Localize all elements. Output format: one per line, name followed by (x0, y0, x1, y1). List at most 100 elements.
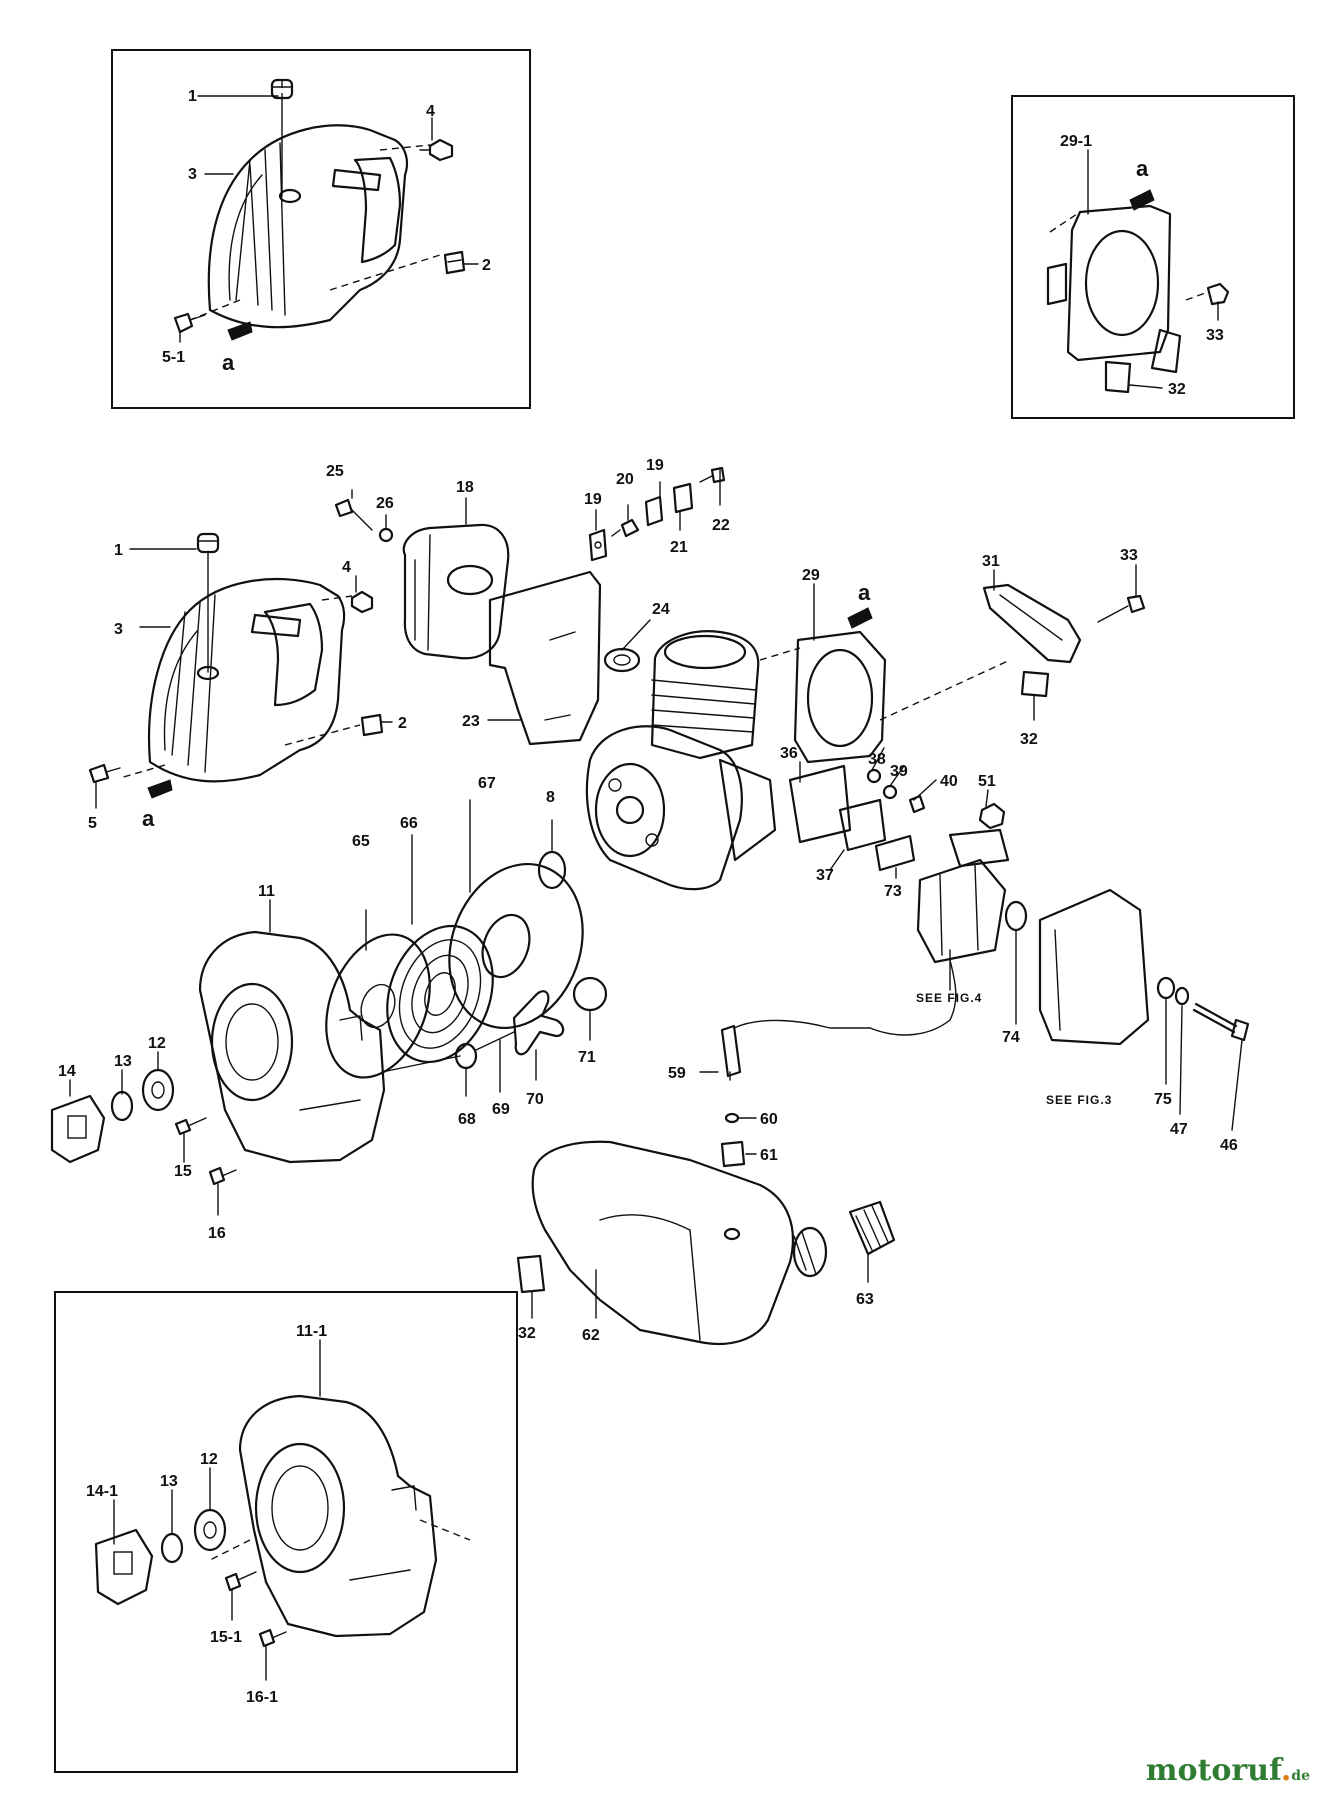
label-a-4: a (858, 580, 871, 605)
callout-32c: 32 (518, 1325, 536, 1342)
carburetor (916, 828, 1010, 964)
callout-33a: 33 (1206, 327, 1224, 344)
grommet-part-61 (720, 1140, 746, 1168)
clip-part-32a (1104, 360, 1132, 394)
screw-part-4a (419, 138, 454, 162)
grommet-part-60 (724, 1112, 740, 1124)
screw-part-15-1 (224, 1571, 257, 1592)
callout-74: 74 (1002, 1029, 1020, 1046)
gasket-part-73 (874, 834, 916, 872)
callout-38: 38 (868, 751, 886, 768)
reel-part-67 (448, 862, 584, 1030)
bolt-part-20 (611, 518, 640, 538)
muffler-part-18 (402, 523, 510, 660)
callout-63: 63 (856, 1291, 874, 1308)
washer-part-75 (1156, 976, 1176, 1000)
callout-32b: 32 (1020, 731, 1038, 748)
leaders-muffler-group (351, 469, 721, 721)
screw-part-25 (334, 498, 373, 531)
callout-75: 75 (1154, 1091, 1172, 1108)
nut-part-51 (978, 802, 1006, 830)
callout-3a: 3 (188, 166, 197, 183)
tank-neck (792, 1226, 828, 1278)
callout-65: 65 (352, 833, 370, 850)
rope-part-69 (475, 1031, 515, 1051)
callout-14: 14 (58, 1063, 76, 1080)
callout-68: 68 (458, 1111, 476, 1128)
callout-23: 23 (462, 713, 480, 730)
washer-part-13 (110, 1090, 134, 1122)
screw-part-22 (699, 466, 726, 484)
plate-part-21 (672, 482, 694, 514)
engine-cover-main (119, 551, 361, 783)
inset-box-top-left (111, 49, 531, 409)
leaders-carb-group (799, 747, 1243, 1131)
cap-part-63 (848, 1200, 896, 1256)
screw-part-5 (88, 763, 121, 784)
label-a-3: a (142, 806, 155, 831)
callout-19b: 19 (646, 457, 664, 474)
callout-37: 37 (816, 867, 834, 884)
clip-part-32b (1020, 670, 1050, 698)
bearing-part-12b (193, 1508, 227, 1552)
screw-part-33b (1097, 594, 1146, 623)
callout-20: 20 (616, 471, 634, 488)
callout-40: 40 (940, 773, 958, 790)
callout-32a: 32 (1168, 381, 1186, 398)
washer-part-13b (160, 1532, 184, 1564)
callout-12: 12 (148, 1035, 166, 1052)
starter-housing-part-11-1 (209, 1394, 471, 1638)
callout-5-1: 5-1 (162, 349, 185, 366)
callout-5: 5 (88, 815, 97, 832)
callout-36: 36 (780, 745, 798, 762)
callout-62: 62 (582, 1327, 600, 1344)
callout-11: 11 (258, 883, 275, 900)
callout-13b: 13 (160, 1473, 178, 1490)
callout-18: 18 (456, 479, 474, 496)
clutch-part-14-1 (94, 1528, 154, 1606)
cylinder-crankcase (585, 630, 777, 891)
knob-part-71 (572, 976, 608, 1012)
spring-part-66 (386, 924, 494, 1064)
direction-arrow-a-1 (227, 321, 253, 341)
screw-part-40 (908, 794, 926, 814)
brand-tld: de (1291, 1768, 1310, 1784)
brand-watermark: motoruf.de (1145, 1753, 1310, 1788)
note-see-fig3: SEE FIG.3 (1046, 1093, 1112, 1107)
callout-1a: 1 (188, 88, 197, 105)
callout-8: 8 (546, 789, 555, 806)
leader-32a (1129, 384, 1163, 389)
washer-part-26 (378, 527, 394, 543)
callout-70: 70 (526, 1091, 544, 1108)
inset-box-top-right (1011, 95, 1295, 419)
handle-part-70 (512, 990, 565, 1056)
callout-24: 24 (652, 601, 670, 618)
bracket-part-19b (644, 495, 664, 527)
callout-69: 69 (492, 1101, 510, 1118)
callout-21: 21 (670, 539, 688, 556)
brand-name: motoruf (1145, 1753, 1281, 1788)
callout-39: 39 (890, 763, 908, 780)
clip-part-32c (516, 1254, 546, 1294)
flange-part-29-1 (1046, 204, 1209, 374)
callout-22: 22 (712, 517, 730, 534)
starter-housing-part-11 (198, 930, 386, 1164)
fuel-tank-part-62 (531, 1140, 794, 1346)
direction-arrow-a-4 (847, 607, 873, 629)
callout-47: 47 (1170, 1121, 1188, 1138)
plate-part-65 (325, 933, 431, 1079)
screw-part-5-1 (173, 312, 206, 334)
callout-46: 46 (1220, 1137, 1238, 1154)
direction-arrow-a-2 (1129, 189, 1155, 211)
cap-part-1a (270, 78, 294, 100)
note-see-fig4: SEE FIG.4 (916, 991, 982, 1005)
callout-59: 59 (668, 1065, 686, 1082)
callout-19a: 19 (584, 491, 602, 508)
heat-shield-part-23 (488, 570, 602, 746)
fuel-pickup-part-59 (720, 1019, 871, 1078)
callout-25: 25 (326, 463, 344, 480)
callout-11-1: 11-1 (296, 1323, 327, 1340)
callout-4b: 4 (342, 559, 351, 576)
